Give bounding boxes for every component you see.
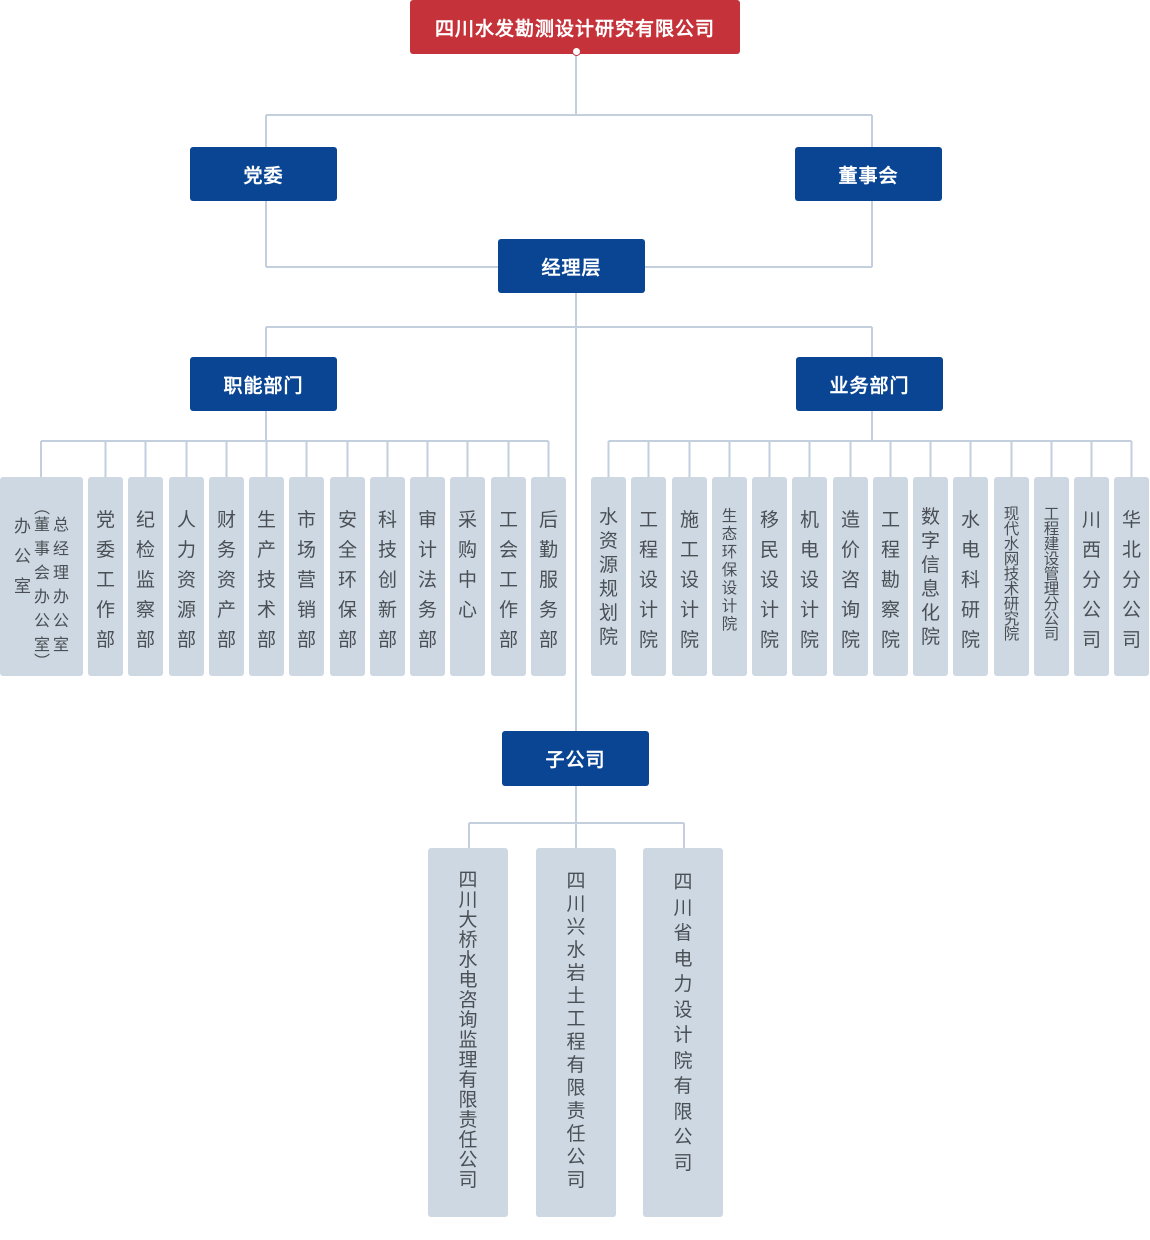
functional-dept-label: 党委工作部 xyxy=(95,509,115,651)
office-col-2-text: 董事会办公室 xyxy=(33,515,50,654)
business-dept-label: 机电设计院 xyxy=(799,509,819,651)
functional-dept-label: 后勤服务部 xyxy=(538,509,558,651)
subsidiaries-box: 子公司 xyxy=(502,731,649,786)
connector-dot xyxy=(572,47,581,56)
functional-dept-label: 安全环保部 xyxy=(337,509,357,651)
subsidiary-label: 四川兴水岩土工程有限责任公司 xyxy=(566,870,586,1191)
functional-depts-box: 职能部门 xyxy=(190,357,337,411)
business-dept-label: 川西分公司 xyxy=(1081,509,1101,651)
functional-dept-label: 审计法务部 xyxy=(417,509,437,651)
office-col-1-text: 办公室 xyxy=(13,517,31,597)
business-dept-box: 数字信息化院 xyxy=(913,477,948,676)
business-dept-label: 现代水网技术研究院 xyxy=(1003,505,1020,643)
office-col-2: ︵ 董事会办公室 ︶ xyxy=(33,498,50,671)
functional-dept-box: 审计法务部 xyxy=(410,477,445,676)
subsidiary-box: 四川省电力设计院有限公司 xyxy=(643,848,723,1217)
business-dept-box: 移民设计院 xyxy=(752,477,787,676)
business-depts-box: 业务部门 xyxy=(796,357,943,411)
functional-dept-box: 人力资源部 xyxy=(169,477,204,676)
functional-dept-label: 市场营销部 xyxy=(296,509,316,651)
business-dept-label: 工程勘察院 xyxy=(880,509,900,651)
functional-dept-box: 工会工作部 xyxy=(491,477,526,676)
functional-dept-label: 采购中心 xyxy=(457,509,477,621)
business-dept-label: 华北分公司 xyxy=(1121,509,1141,651)
party-committee-label: 党委 xyxy=(243,164,284,187)
office-col-3-text: 总经理办公室 xyxy=(53,515,70,654)
functional-dept-box: 安全环保部 xyxy=(330,477,365,676)
functional-dept-label: 生产技术部 xyxy=(256,509,276,651)
office-col-1: 办公室 xyxy=(14,503,31,667)
business-depts-label: 业务部门 xyxy=(829,374,910,397)
company-name: 四川水发勘测设计研究有限公司 xyxy=(434,17,715,40)
business-dept-label: 施工设计院 xyxy=(679,509,699,651)
business-dept-box: 现代水网技术研究院 xyxy=(994,477,1029,676)
business-dept-box: 水电科研院 xyxy=(953,477,988,676)
subsidiary-box: 四川兴水岩土工程有限责任公司 xyxy=(536,848,616,1217)
business-dept-box: 生态环保设计院 xyxy=(712,477,747,676)
management-box: 经理层 xyxy=(498,239,645,293)
functional-dept-label: 工会工作部 xyxy=(498,509,518,651)
business-dept-box: 机电设计院 xyxy=(792,477,827,676)
business-dept-label: 移民设计院 xyxy=(759,509,779,651)
office-col-3: 总经理办公室 xyxy=(53,503,69,667)
functional-depts-label: 职能部门 xyxy=(223,374,304,397)
functional-dept-box: 财务资产部 xyxy=(209,477,244,676)
functional-dept-offices: 办公室 ︵ 董事会办公室 ︶ 总经理办公室 xyxy=(0,477,83,676)
company-box: 四川水发勘测设计研究有限公司 xyxy=(410,0,740,54)
business-dept-label: 水电科研院 xyxy=(960,509,980,651)
functional-dept-label: 人力资源部 xyxy=(176,509,196,651)
offices-columns: 办公室 ︵ 董事会办公室 ︶ 总经理办公室 xyxy=(14,498,69,671)
paren-open: ︵ xyxy=(33,498,50,517)
functional-dept-box: 市场营销部 xyxy=(289,477,324,676)
party-committee-box: 党委 xyxy=(190,147,337,201)
business-dept-label: 工程建设管理分公司 xyxy=(1043,505,1060,643)
business-dept-label: 造价咨询院 xyxy=(840,509,860,651)
functional-dept-label: 科技创新部 xyxy=(377,509,397,651)
business-dept-box: 工程勘察院 xyxy=(873,477,908,676)
business-dept-box: 华北分公司 xyxy=(1114,477,1149,676)
functional-dept-label: 财务资产部 xyxy=(216,509,236,651)
business-dept-box: 川西分公司 xyxy=(1074,477,1109,676)
board-box: 董事会 xyxy=(795,147,942,201)
business-dept-label: 工程设计院 xyxy=(638,509,658,651)
functional-dept-box: 纪检监察部 xyxy=(128,477,163,676)
business-dept-box: 工程建设管理分公司 xyxy=(1034,477,1069,676)
business-dept-box: 工程设计院 xyxy=(631,477,666,676)
business-dept-label: 数字信息化院 xyxy=(920,506,940,648)
subsidiary-label: 四川大桥水电咨询监理有限责任公司 xyxy=(458,869,478,1191)
subsidiary-box: 四川大桥水电咨询监理有限责任公司 xyxy=(428,848,508,1217)
board-label: 董事会 xyxy=(838,164,899,187)
management-label: 经理层 xyxy=(541,256,602,279)
business-dept-box: 施工设计院 xyxy=(672,477,707,676)
business-dept-box: 造价咨询院 xyxy=(833,477,868,676)
functional-dept-box: 党委工作部 xyxy=(88,477,123,676)
functional-dept-box: 后勤服务部 xyxy=(531,477,566,676)
business-dept-box: 水资源规划院 xyxy=(591,477,626,676)
functional-dept-box: 科技创新部 xyxy=(370,477,405,676)
functional-dept-box: 生产技术部 xyxy=(249,477,284,676)
paren-close: ︶ xyxy=(33,652,50,671)
subsidiaries-label: 子公司 xyxy=(545,749,606,771)
business-dept-label: 生态环保设计院 xyxy=(721,507,738,633)
business-dept-label: 水资源规划院 xyxy=(598,506,618,648)
functional-dept-box: 采购中心 xyxy=(450,477,485,676)
subsidiary-label: 四川省电力设计院有限公司 xyxy=(673,871,693,1174)
functional-dept-label: 纪检监察部 xyxy=(135,509,155,651)
